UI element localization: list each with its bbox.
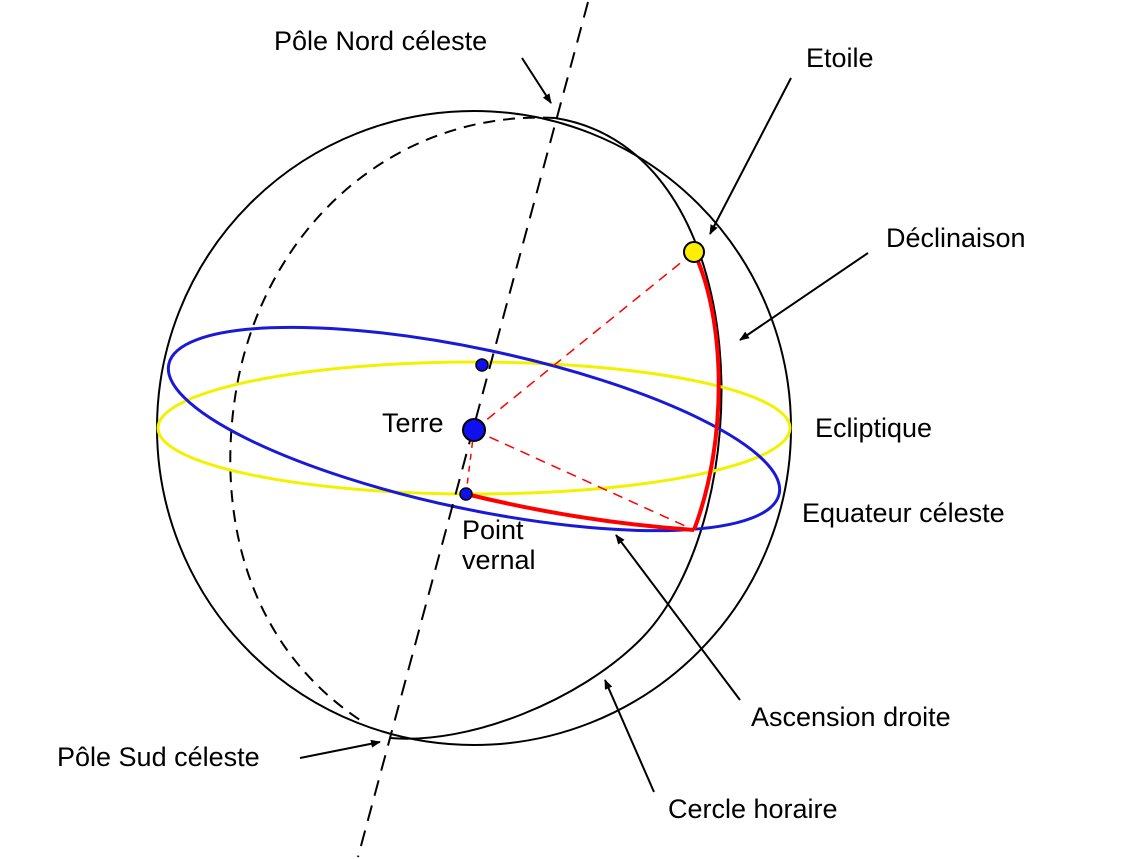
star-point	[683, 241, 705, 263]
arrow-declination	[739, 252, 869, 341]
label-hour-circle: Cercle horaire	[668, 794, 838, 824]
celestial-equator	[166, 325, 782, 533]
equinox-node	[475, 358, 489, 372]
label-right-ascension: Ascension droite	[751, 702, 951, 732]
label-star: Etoile	[806, 43, 874, 73]
line-earth-to-equator-point	[473, 429, 695, 531]
hour-circle-hidden	[229, 116, 556, 721]
arrow-right-ascension	[615, 534, 741, 701]
line-earth-to-vernal-point	[465, 429, 475, 495]
hour-circle	[389, 117, 723, 740]
earth-point	[462, 418, 486, 442]
arrow-north-pole	[521, 57, 552, 104]
line-earth-to-star	[473, 251, 695, 431]
label-vernal-point-line1: Point	[462, 515, 524, 545]
arrow-hour-circle	[604, 679, 655, 793]
declination-arc	[692, 251, 721, 531]
label-celestial-equator: Equateur céleste	[802, 498, 1005, 528]
label-south-pole: Pôle Sud céleste	[57, 742, 260, 772]
vernal-point	[459, 487, 473, 501]
label-earth: Terre	[382, 408, 444, 438]
label-north-pole: Pôle Nord céleste	[274, 26, 487, 56]
label-declination: Déclinaison	[886, 223, 1026, 253]
right-ascension-arc	[465, 492, 695, 532]
label-vernal-point-line2: vernal	[462, 545, 536, 575]
arrow-star	[709, 77, 792, 235]
label-ecliptic: Ecliptique	[815, 413, 932, 443]
arrow-south-pole	[299, 739, 381, 759]
